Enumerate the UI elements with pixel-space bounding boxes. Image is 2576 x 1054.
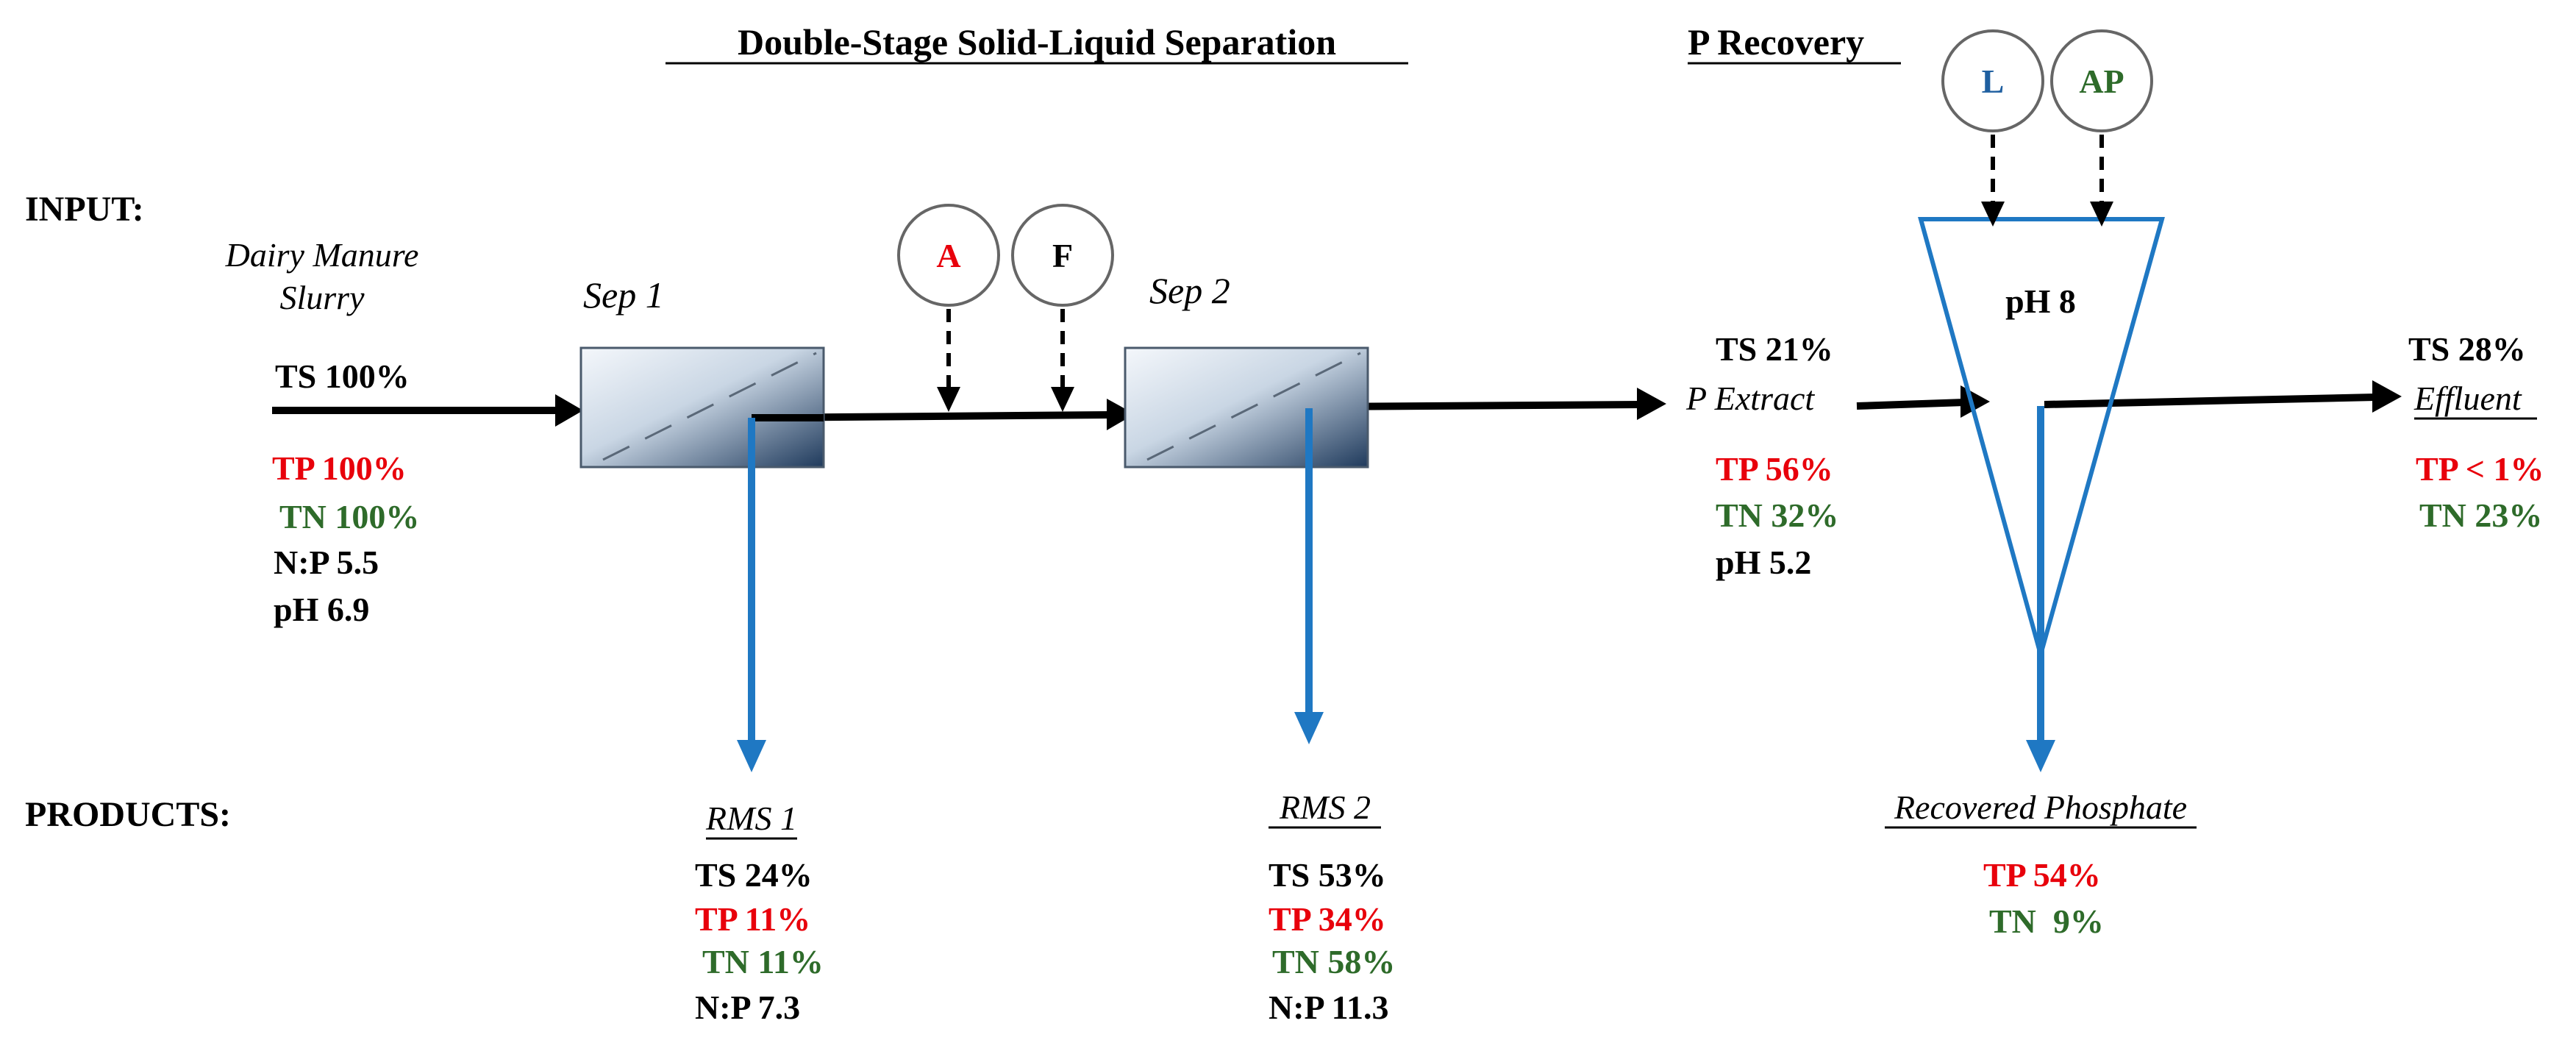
sep2-label: Sep 2 — [1149, 270, 1230, 311]
header-separation: Double-Stage Solid-Liquid Separation — [738, 21, 1336, 63]
rms1-ts: TS 24% — [695, 856, 813, 894]
additive-a-label: A — [936, 237, 960, 274]
rms1-tn: TN 11% — [702, 943, 824, 980]
input-label: INPUT: — [25, 190, 144, 229]
p-extract-tp: TP 56% — [1716, 450, 1833, 488]
additive-l: L — [1941, 29, 2044, 227]
rms2-tp: TP 34% — [1269, 900, 1386, 938]
input-ts: TS 100% — [275, 357, 410, 395]
separator-1 — [579, 346, 825, 469]
header-recovery: P Recovery — [1688, 21, 1864, 63]
rms2-name: RMS 2 — [1279, 788, 1371, 826]
additive-ap: AP — [2050, 29, 2153, 227]
reactor-ph: pH 8 — [2005, 282, 2076, 320]
product-recovered-phosphate: Recovered Phosphate TP 54% TN 9% — [1885, 788, 2197, 940]
additive-f: F — [1011, 204, 1114, 412]
input-tp: TP 100% — [272, 449, 407, 487]
product-rms2: RMS 2 TS 53% TP 34% TN 58% N:P 11.3 — [1269, 788, 1395, 1026]
rms1-np: N:P 7.3 — [695, 989, 800, 1026]
reactor-triangle — [1918, 217, 2165, 663]
rms1-tp: TP 11% — [695, 900, 810, 938]
effluent-tn: TN 23% — [2419, 496, 2542, 534]
input-name-line2: Slurry — [280, 279, 365, 316]
input-name-line1: Dairy Manure — [225, 236, 419, 274]
rms2-ts: TS 53% — [1269, 856, 1386, 894]
additive-f-label: F — [1052, 237, 1073, 274]
additive-ap-label: AP — [2079, 63, 2124, 100]
separator-2 — [1124, 346, 1369, 469]
product-rms1: RMS 1 TS 24% TP 11% TN 11% N:P 7.3 — [695, 800, 824, 1026]
products-label: PRODUCTS: — [25, 795, 231, 834]
input-np: N:P 5.5 — [274, 544, 379, 581]
sep1-label: Sep 1 — [583, 274, 664, 316]
p-extract-tn: TN 32% — [1716, 496, 1838, 534]
additive-a: A — [897, 204, 1000, 412]
input-ph: pH 6.9 — [274, 591, 369, 628]
product-flows — [748, 406, 2044, 743]
effluent-ts: TS 28% — [2408, 330, 2526, 368]
input-tn: TN 100% — [279, 498, 419, 535]
effluent-tp: TP < 1% — [2416, 450, 2544, 488]
p-extract-ph: pH 5.2 — [1716, 544, 1811, 581]
recovered-tp: TP 54% — [1983, 856, 2101, 894]
rms2-tn: TN 58% — [1272, 943, 1395, 980]
p-extract-name: P Extract — [1685, 380, 1815, 417]
recovered-tn: TN 9% — [1989, 902, 2104, 940]
additive-l-label: L — [1982, 63, 2005, 100]
rms2-np: N:P 11.3 — [1269, 989, 1389, 1026]
p-extract-ts: TS 21% — [1716, 330, 1833, 368]
product-arrowheads — [737, 712, 2055, 772]
effluent-name: Effluent — [2413, 380, 2522, 417]
flow-arrowheads — [555, 380, 2402, 430]
rms1-name: RMS 1 — [705, 800, 797, 837]
recovered-name: Recovered Phosphate — [1894, 788, 2187, 826]
